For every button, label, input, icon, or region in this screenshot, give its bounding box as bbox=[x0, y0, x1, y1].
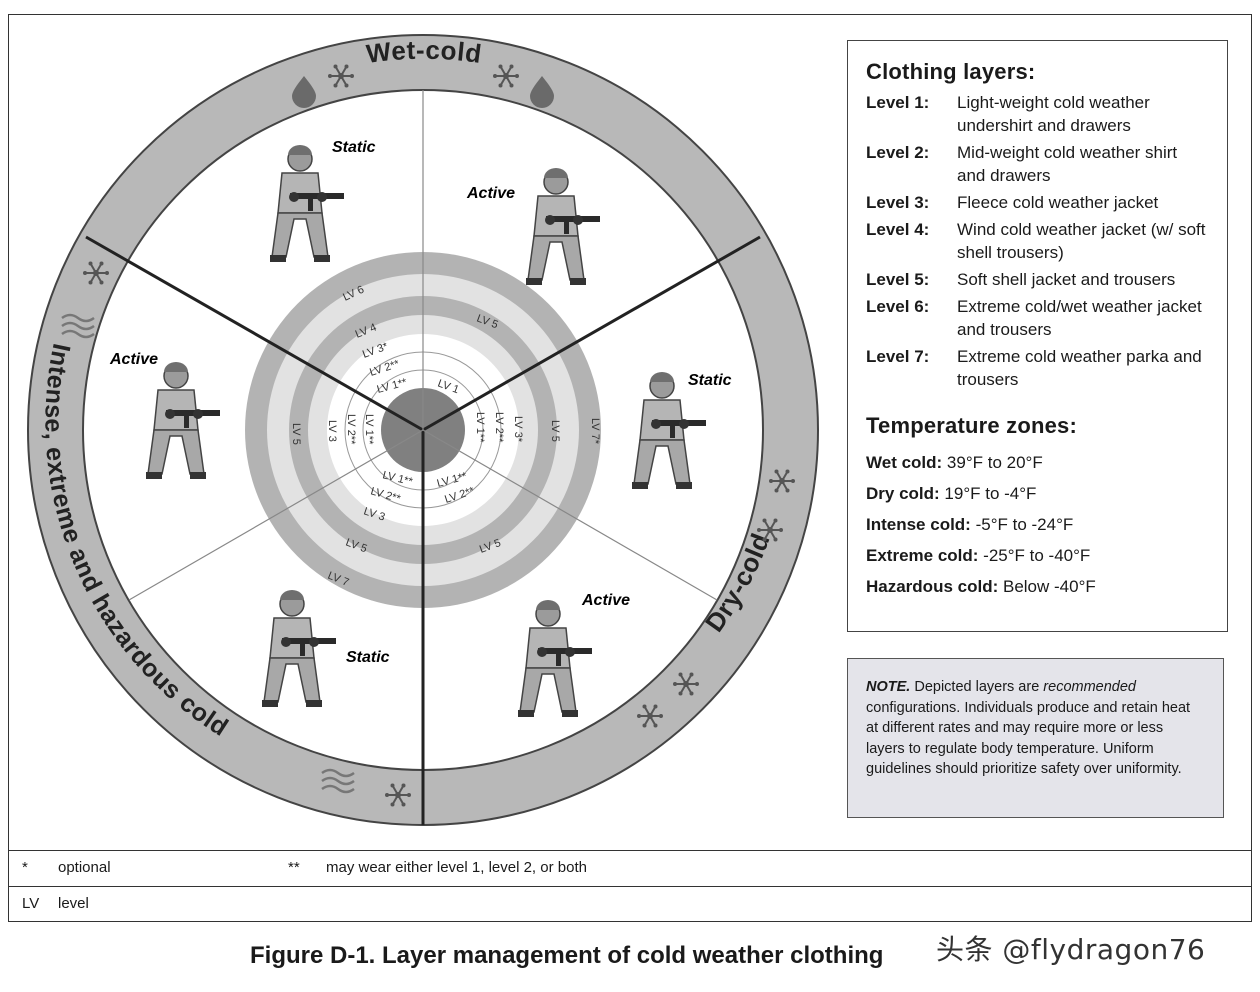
figure-label: Static bbox=[688, 372, 732, 389]
level-label: Level 2: bbox=[866, 143, 930, 162]
subdivider-dry bbox=[422, 429, 718, 601]
level-label: Level 1: bbox=[866, 93, 930, 112]
zone-row: Wet cold: 39°F to 20°F bbox=[866, 447, 1209, 478]
zone-row: Intense cold: -5°F to -24°F bbox=[866, 509, 1209, 540]
ring-label: LV 1** bbox=[363, 414, 375, 445]
level-row: Level 3: Fleece cold weather jacket bbox=[866, 191, 1209, 214]
ring-label: LV 2** bbox=[493, 412, 505, 443]
footnote-row-level: LV level bbox=[8, 886, 1252, 922]
clothing-legend: Clothing layers: Level 1: Light-weight c… bbox=[847, 40, 1228, 632]
watermark: 头条 @flydragon76 bbox=[936, 933, 1206, 966]
figure-label: Static bbox=[332, 139, 376, 156]
footnote-text: may wear either level 1, level 2, or bot… bbox=[326, 859, 587, 876]
footnote-row-optional: * optional ** may wear either level 1, l… bbox=[8, 850, 1252, 886]
level-desc: Extreme cold/wet weather jacket and trou… bbox=[957, 297, 1202, 339]
level-row: Level 4: Wind cold weather jacket (w/ so… bbox=[866, 218, 1209, 264]
level-desc: Fleece cold weather jacket bbox=[957, 193, 1159, 212]
note-label: NOTE. bbox=[866, 679, 911, 695]
zone-row: Dry cold: 19°F to -4°F bbox=[866, 478, 1209, 509]
figure-caption: Figure D-1. Layer management of cold wea… bbox=[250, 942, 884, 969]
zone-row: Hazardous cold: Below -40°F bbox=[866, 571, 1209, 602]
zone-name: Hazardous cold: bbox=[866, 577, 999, 596]
level-desc: Light-weight cold weather undershirt and… bbox=[957, 93, 1150, 135]
figure-label: Active bbox=[466, 185, 515, 202]
zone-range: -5°F to -24°F bbox=[975, 515, 1074, 534]
level-label: Level 4: bbox=[866, 220, 930, 239]
ring-label: LV 2** bbox=[345, 414, 357, 445]
note-emphasis: recommended bbox=[1043, 679, 1136, 695]
level-desc: Mid-weight cold weather shirt and drawer… bbox=[957, 143, 1178, 185]
footnote-symbol: ** bbox=[288, 859, 300, 876]
note-body: configurations. Individuals produce and … bbox=[866, 699, 1191, 778]
figure-label: Static bbox=[346, 649, 390, 666]
level-desc: Extreme cold weather parka and trousers bbox=[957, 347, 1202, 389]
temperature-title: Temperature zones: bbox=[866, 413, 1078, 438]
zone-row: Extreme cold: -25°F to -40°F bbox=[866, 540, 1209, 571]
level-label: Level 7: bbox=[866, 347, 930, 366]
figure-label: Active bbox=[109, 351, 158, 368]
zone-name: Extreme cold: bbox=[866, 546, 979, 565]
ring-label: LV 1** bbox=[474, 412, 486, 443]
ring-label: LV 5 bbox=[290, 423, 302, 445]
zone-range: Below -40°F bbox=[1002, 577, 1096, 596]
level-label: Level 3: bbox=[866, 193, 930, 212]
divider-intense-wet bbox=[85, 235, 424, 432]
level-row: Level 2: Mid-weight cold weather shirt a… bbox=[866, 141, 1209, 187]
level-row: Level 1: Light-weight cold weather under… bbox=[866, 91, 1209, 137]
ring-label: LV 5 bbox=[549, 420, 561, 442]
level-desc: Wind cold weather jacket (w/ soft shell … bbox=[957, 220, 1206, 262]
footnote-text: optional bbox=[58, 859, 111, 876]
ring-label: LV 3 bbox=[326, 420, 338, 442]
note-box: NOTE. Depicted layers are recommended co… bbox=[847, 658, 1224, 818]
level-row: Level 5: Soft shell jacket and trousers bbox=[866, 268, 1209, 291]
level-label: Level 6: bbox=[866, 297, 930, 316]
ring-label: LV 3* bbox=[512, 416, 524, 443]
zone-range: 39°F to 20°F bbox=[946, 453, 1043, 472]
clothing-title: Clothing layers: bbox=[866, 59, 1036, 84]
ring-label: LV 7* bbox=[589, 418, 601, 445]
zone-range: 19°F to -4°F bbox=[944, 484, 1037, 503]
level-desc: Soft shell jacket and trousers bbox=[957, 270, 1176, 289]
footnote-symbol: * bbox=[22, 859, 28, 876]
divider-wet-dry bbox=[422, 235, 761, 432]
figure-frame bbox=[8, 14, 1252, 922]
zone-name: Wet cold: bbox=[866, 453, 943, 472]
layer-wheel-diagram: Wet-cold Dry-cold Intense, extreme and h… bbox=[27, 34, 819, 826]
footnote-symbol: LV bbox=[22, 895, 40, 912]
sector-label-wet-cold: Wet-cold bbox=[365, 35, 484, 69]
subdivider-intense bbox=[128, 429, 424, 601]
footnote-text: level bbox=[58, 895, 89, 912]
level-row: Level 6: Extreme cold/wet weather jacket… bbox=[866, 295, 1209, 341]
zone-name: Dry cold: bbox=[866, 484, 940, 503]
zone-name: Intense cold: bbox=[866, 515, 971, 534]
level-label: Level 5: bbox=[866, 270, 930, 289]
figure-label: Active bbox=[581, 592, 630, 609]
note-pre: Depicted layers are bbox=[914, 679, 1040, 695]
zone-range: -25°F to -40°F bbox=[983, 546, 1091, 565]
level-row: Level 7: Extreme cold weather parka and … bbox=[866, 345, 1209, 391]
